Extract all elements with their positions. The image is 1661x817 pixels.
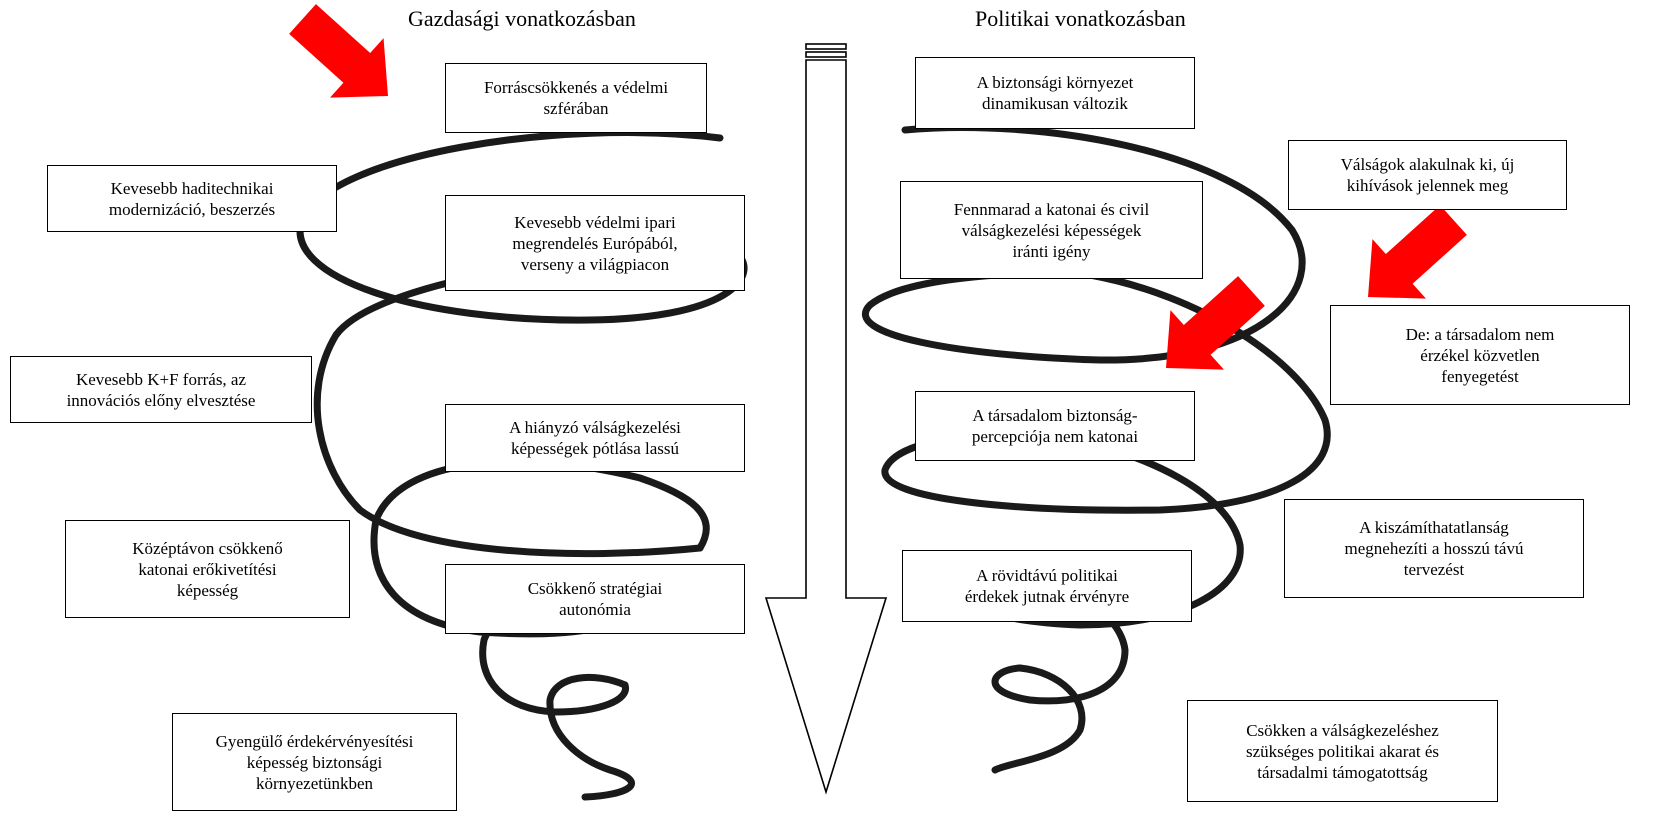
box-weakening-advocacy: Gyengülő érdekérvényesítési képesség biz…	[172, 713, 457, 811]
box-short-term-politics: A rövidtávú politikai érdekek jutnak érv…	[902, 550, 1192, 622]
red-arrow-right-edge	[1368, 205, 1467, 299]
economic-aspect-heading: Gazdasági vonatkozásban	[408, 6, 636, 31]
box-mid-term-force: Középtávon csökkenő katonai erőkivetítés…	[65, 520, 350, 618]
box-less-defense-orders: Kevesebb védelmi ipari megrendelés Európ…	[445, 195, 745, 291]
box-resource-reduction: Forráscsökkenés a védelmi szférában	[445, 63, 707, 133]
box-security-env-changes: A biztonsági környezet dinamikusan válto…	[915, 57, 1195, 129]
box-capability-demand: Fennmarad a katonai és civil válságkezel…	[900, 181, 1203, 279]
box-crises-challenges: Válságok alakulnak ki, új kihívások jele…	[1288, 140, 1567, 210]
box-political-will: Csökken a válságkezeléshez szükséges pol…	[1187, 700, 1498, 802]
box-strategic-autonomy: Csökkenő stratégiai autonómia	[445, 564, 745, 634]
box-slow-capability: A hiányzó válságkezelési képességek pótl…	[445, 404, 745, 472]
red-arrow-left-top	[289, 4, 388, 98]
center-down-arrow	[764, 43, 888, 795]
box-unpredictability: A kiszámíthatatlanság megnehezíti a hoss…	[1284, 499, 1584, 598]
political-aspect-heading: Politikai vonatkozásban	[975, 6, 1186, 31]
right-spiral	[861, 124, 1331, 774]
red-arrow-right-middle	[1166, 276, 1265, 370]
box-less-modernization: Kevesebb haditechnikai modernizáció, bes…	[47, 165, 337, 232]
box-society-no-threat: De: a társadalom nem érzékel közvetlen f…	[1330, 305, 1630, 405]
box-security-perception: A társadalom biztonság- percepciója nem …	[915, 391, 1195, 461]
box-less-rnd: Kevesebb K+F forrás, az innovációs előny…	[10, 356, 312, 423]
